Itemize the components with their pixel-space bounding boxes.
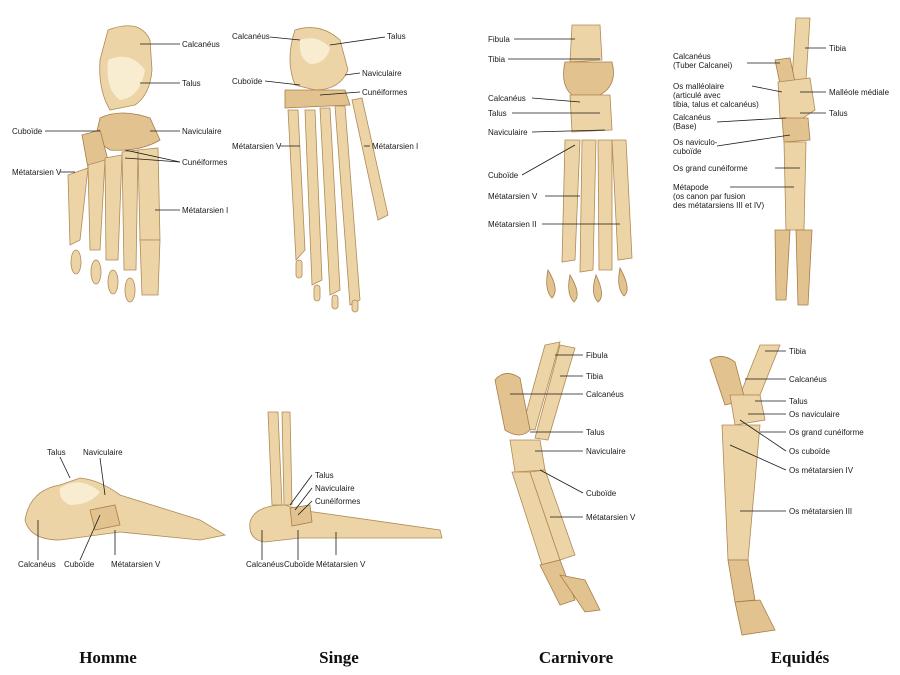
label-carnivore-side-cuboide: Cuboïde (586, 489, 617, 498)
label-homme-side-calcaneus: Calcanéus (18, 560, 56, 569)
label-equides-metapode-line2: (os canon par fusion (673, 192, 746, 201)
label-equides-side-metatarsien-iv: Os métatarsien IV (789, 466, 854, 475)
singe-foot-top-illustration (284, 27, 389, 313)
label-carnivore-tibia: Tibia (488, 55, 506, 64)
label-equides-os-naviculo: Os naviculo- (673, 138, 718, 147)
label-equides-calcaneus-base: Calcanéus (673, 113, 711, 122)
label-equides-calcaneus: Calcanéus (673, 52, 711, 61)
label-singe-talus: Talus (387, 32, 406, 41)
label-homme-side-metatarsien-v: Métatarsien V (111, 560, 161, 569)
label-equides-side-tibia: Tibia (789, 347, 807, 356)
homme-foot-top-illustration (67, 25, 161, 303)
label-singe-side-calcaneus: Calcanéus (246, 560, 284, 569)
label-singe-side-metatarsien-v: Métatarsien V (316, 560, 366, 569)
label-equides-grand-cuneiforme: Os grand cunéiforme (673, 164, 748, 173)
label-equides-talus: Talus (829, 109, 848, 118)
homme-foot-side-illustration (24, 477, 227, 541)
label-homme-metatarsien-i: Métatarsien I (182, 206, 228, 215)
label-equides-side-naviculaire: Os naviculaire (789, 410, 840, 419)
caption-homme: Homme (79, 648, 137, 667)
label-equides-side-cuboide: Os cuboïde (789, 447, 830, 456)
carnivore-foot-top-illustration (546, 24, 633, 303)
label-singe-calcaneus: Calcanéus (232, 32, 270, 41)
equides-foot-top-illustration (774, 17, 816, 306)
label-carnivore-talus: Talus (488, 109, 507, 118)
label-carnivore-fibula: Fibula (488, 35, 510, 44)
label-carnivore-side-naviculaire: Naviculaire (586, 447, 626, 456)
label-equides-base: (Base) (673, 122, 697, 131)
label-carnivore-side-talus: Talus (586, 428, 605, 437)
label-homme-side-naviculaire: Naviculaire (83, 448, 123, 457)
label-homme-cuboide: Cuboïde (12, 127, 43, 136)
leader-lines (37, 36, 826, 561)
label-carnivore-side-calcaneus: Calcanéus (586, 390, 624, 399)
label-carnivore-metatarsien-ii: Métatarsien II (488, 220, 536, 229)
label-homme-side-talus: Talus (47, 448, 66, 457)
label-singe-side-cuneiformes: Cunéiformes (315, 497, 360, 506)
singe-foot-side-illustration (249, 411, 443, 543)
label-equides-side-talus: Talus (789, 397, 808, 406)
label-homme-metatarsien-v: Métatarsien V (12, 168, 62, 177)
label-singe-cuneiformes: Cunéiformes (362, 88, 407, 97)
label-equides-malleolaire-line2: (articulé avec (673, 91, 721, 100)
label-equides-side-calcaneus: Calcanéus (789, 375, 827, 384)
label-homme-side-cuboide: Cuboïde (64, 560, 95, 569)
label-singe-metatarsien-v: Métatarsien V (232, 142, 282, 151)
label-carnivore-calcaneus: Calcanéus (488, 94, 526, 103)
label-equides-metapode-line3: des métatarsiens III et IV) (673, 201, 764, 210)
label-carnivore-side-fibula: Fibula (586, 351, 608, 360)
label-homme-naviculaire: Naviculaire (182, 127, 222, 136)
label-equides-cuboide: cuboïde (673, 147, 702, 156)
label-equides-side-grand-cuneiforme: Os grand cunéiforme (789, 428, 864, 437)
label-homme-cuneiformes: Cunéiformes (182, 158, 227, 167)
label-equides-malleole-mediale: Malléole médiale (829, 88, 890, 97)
label-equides-tuber-calcanei: (Tuber Calcanei) (673, 61, 733, 70)
label-carnivore-side-tibia: Tibia (586, 372, 604, 381)
label-singe-side-naviculaire: Naviculaire (315, 484, 355, 493)
label-singe-side-talus: Talus (315, 471, 334, 480)
caption-carnivore: Carnivore (539, 648, 614, 667)
label-equides-os-malleolaire: Os malléolaire (673, 82, 725, 91)
caption-equides: Equidés (771, 648, 830, 667)
label-singe-naviculaire: Naviculaire (362, 69, 402, 78)
equides-foot-side-illustration (709, 344, 781, 636)
label-singe-cuboide: Cuboïde (232, 77, 263, 86)
label-carnivore-metatarsien-v: Métatarsien V (488, 192, 538, 201)
caption-singe: Singe (319, 648, 359, 667)
carnivore-foot-side-illustration (494, 341, 601, 613)
label-homme-talus: Talus (182, 79, 201, 88)
label-equides-tibia: Tibia (829, 44, 847, 53)
label-equides-malleolaire-line3: tibia, talus et calcanéus) (673, 100, 759, 109)
label-equides-metapode: Métapode (673, 183, 709, 192)
label-singe-side-cuboide: Cuboïde (284, 560, 315, 569)
label-homme-calcaneus: Calcanéus (182, 40, 220, 49)
label-singe-metatarsien-i: Métatarsien I (372, 142, 418, 151)
label-carnivore-side-metatarsien-v: Métatarsien V (586, 513, 636, 522)
label-carnivore-naviculaire: Naviculaire (488, 128, 528, 137)
label-equides-side-metatarsien-iii: Os métatarsien III (789, 507, 852, 516)
label-carnivore-cuboide: Cuboïde (488, 171, 519, 180)
